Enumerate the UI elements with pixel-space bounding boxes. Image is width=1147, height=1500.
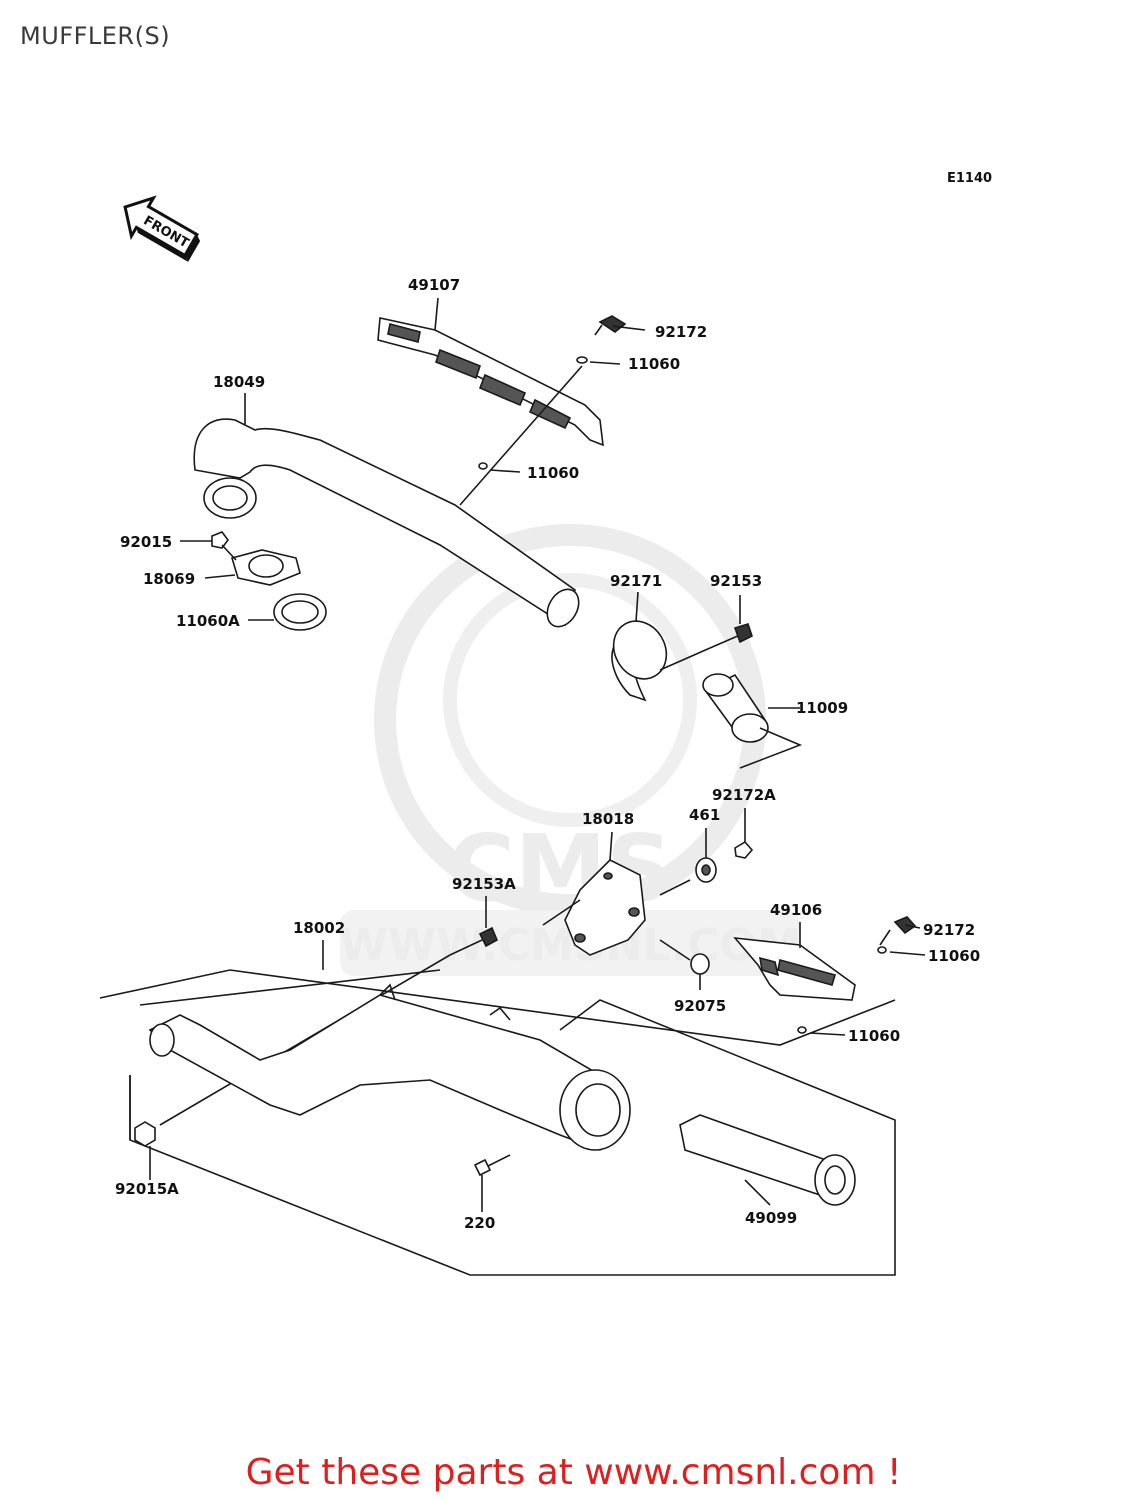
part-label-92171: 92171: [610, 572, 662, 590]
part-label-92153: 92153: [710, 572, 762, 590]
bolt-lower: [879, 916, 921, 946]
footer-parts-link[interactable]: Get these parts at www.cmsnl.com !: [245, 1452, 902, 1493]
part-labels: 49107 92172 11060 18049 11060 92015 1806…: [115, 276, 980, 1232]
page-title: MUFFLER(S): [20, 22, 171, 50]
muffler-body: [148, 983, 631, 1151]
washer-461: [659, 828, 717, 896]
part-label-49099: 49099: [745, 1209, 797, 1227]
part-label-220: 220: [464, 1214, 495, 1232]
nut-lower: [134, 1121, 156, 1180]
muffler-bracket: [542, 831, 646, 956]
part-label-92172-a: 92172: [655, 323, 707, 341]
part-label-92172-b: 92172: [923, 921, 975, 939]
spark-arrester: [679, 1114, 856, 1206]
part-label-49106: 49106: [770, 901, 822, 919]
bolt-small: [734, 808, 754, 859]
part-label-11060A: 11060A: [176, 612, 240, 630]
part-label-92172A: 92172A: [712, 786, 776, 804]
screw: [473, 1154, 511, 1212]
flange: [204, 544, 301, 586]
connector-sleeve: [702, 673, 803, 769]
nut-upper: [180, 531, 229, 549]
part-label-92015: 92015: [120, 533, 172, 551]
washer-lower-bottom: [797, 1026, 846, 1036]
bolt-upper: [594, 315, 646, 336]
muffler-assembly-frame: [99, 940, 896, 1276]
collar: [659, 939, 710, 990]
part-label-11060-d: 11060: [848, 1027, 900, 1045]
part-label-18018: 18018: [582, 810, 634, 828]
gasket: [248, 593, 327, 631]
part-label-49107: 49107: [408, 276, 460, 294]
part-label-18002: 18002: [293, 919, 345, 937]
part-label-11060-a: 11060: [628, 355, 680, 373]
part-label-11009: 11009: [796, 699, 848, 717]
washer-lower-right: [877, 946, 926, 956]
washer-upper: [459, 356, 621, 506]
front-arrow-icon: FRONT: [123, 195, 201, 262]
part-label-18069: 18069: [143, 570, 195, 588]
part-label-11060-b: 11060: [527, 464, 579, 482]
part-label-92153A: 92153A: [452, 875, 516, 893]
part-label-461: 461: [689, 806, 720, 824]
bolt-clamp: [709, 595, 753, 649]
heat-guard-upper: [377, 297, 604, 447]
part-label-92075: 92075: [674, 997, 726, 1015]
heat-guard-lower: [733, 922, 856, 1001]
part-label-92015A: 92015A: [115, 1180, 179, 1198]
diagram-code: E1140: [947, 171, 993, 186]
pipe-clamp: [611, 591, 711, 702]
part-label-11060-c: 11060: [928, 947, 980, 965]
part-label-18049: 18049: [213, 373, 265, 391]
header-pipe: [193, 393, 580, 628]
washer-middle: [478, 462, 521, 473]
